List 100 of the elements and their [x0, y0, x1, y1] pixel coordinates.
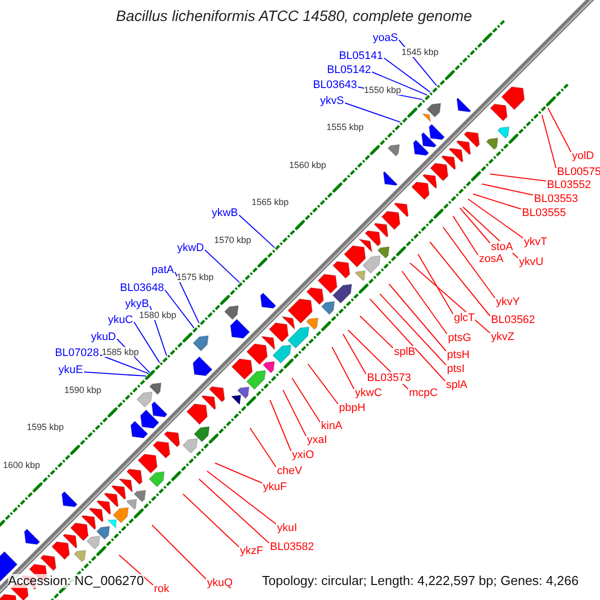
gene-label: ykvS: [320, 95, 344, 107]
scale-label: 1545 kbp: [402, 47, 439, 58]
gene-label: BL03562: [491, 314, 536, 326]
leader-line: [282, 390, 306, 436]
genome-summary: Topology: circular; Length: 4,222,597 bp; Genes: 4,266: [262, 574, 579, 588]
leader-line: [442, 226, 496, 298]
gene-label: kinA: [321, 420, 342, 432]
leader-line: [204, 250, 240, 284]
title: Bacillus licheniformis ATCC 14580, complete genome: [116, 10, 472, 24]
leader-line: [206, 470, 276, 524]
gene-label: ykvT: [524, 236, 548, 248]
scale-label: 1575 kbp: [176, 272, 214, 282]
gene-label: ptsI: [447, 363, 465, 375]
gene-label: zosA: [479, 253, 504, 265]
gene-label: ykzF: [240, 545, 264, 557]
scale-label: 1595 kbp: [26, 422, 64, 432]
gene-label: BL07028: [54, 347, 99, 359]
gene-label: ykuC: [108, 314, 133, 326]
leader-line: [460, 208, 490, 244]
scale-label: 1590 kbp: [64, 384, 102, 395]
gene-label: cheV: [277, 465, 302, 477]
gene-label: BL03573: [367, 372, 412, 384]
gene-label: stoA: [491, 241, 514, 253]
leader-line: [370, 298, 446, 382]
gene-label: rok: [154, 583, 170, 595]
leader-line: [84, 372, 147, 377]
leader-line: [164, 290, 195, 329]
gene-label: yxiO: [292, 449, 314, 461]
scale-label: 1585 kbp: [102, 347, 139, 358]
leader-line: [542, 114, 556, 168]
leader-line: [472, 194, 522, 210]
gene-label: BL03553: [534, 193, 578, 205]
leader-line: [134, 322, 160, 364]
leader-line: [418, 254, 454, 314]
gene-label: ykvU: [519, 256, 544, 268]
gene-label: yxaI: [307, 434, 328, 446]
gene-label: ptsG: [448, 332, 472, 344]
scale-label: 1550 kbp: [364, 84, 402, 95]
scale-label: 1600 kbp: [3, 460, 40, 470]
leader-line: [152, 524, 206, 580]
leader-line: [372, 72, 428, 96]
gene-label: ykwC: [355, 387, 382, 399]
gene-label: ykvY: [496, 296, 520, 308]
gene-label: BL03643: [312, 79, 357, 91]
leader-line: [250, 428, 276, 468]
leader-line: [360, 316, 394, 348]
gene-label: pbpH: [339, 402, 366, 414]
leader-line: [308, 364, 338, 404]
leader-line: [490, 174, 546, 182]
leader-line: [270, 400, 292, 452]
gene-label: mcpC: [409, 387, 438, 399]
scale-label: 1565 kbp: [252, 197, 289, 208]
leader-line: [388, 284, 446, 352]
gene-label: patA: [151, 264, 174, 276]
gene-label: BL03582: [270, 541, 314, 553]
gene-label: yolD: [572, 150, 594, 162]
leader-line: [174, 272, 200, 324]
gene-label: ykuI: [277, 522, 298, 534]
leader-line: [344, 102, 401, 123]
gene-label: glcT: [454, 312, 475, 324]
leader-line: [430, 242, 490, 316]
leader-line: [238, 214, 276, 248]
leader-line: [410, 262, 490, 334]
scale-label: 1580 kbp: [139, 310, 176, 320]
leader-line: [198, 478, 270, 544]
leader-line: [482, 184, 534, 196]
leader-line: [182, 494, 240, 548]
gene-label: ptsH: [447, 349, 470, 361]
gene-label: ykuF: [263, 481, 287, 493]
leader-line: [118, 554, 154, 586]
leader-line: [402, 270, 448, 334]
scale-label: 1555 kbp: [326, 122, 364, 132]
gene-label: BL03552: [547, 179, 592, 191]
leader-line: [384, 58, 431, 93]
leader-line: [342, 334, 366, 374]
gene-label: ykuD: [90, 331, 116, 343]
leader-line: [100, 354, 150, 374]
scale-label: 1570 kbp: [214, 234, 252, 245]
leader-line: [380, 294, 446, 366]
leader-line: [292, 378, 320, 422]
gene-label: ykwD: [177, 242, 204, 254]
gene-label: BL03648: [120, 282, 164, 294]
leader-line: [214, 462, 262, 484]
gene-label: splB: [394, 346, 416, 358]
gene-label: splA: [446, 379, 468, 391]
scale-label: 1560 kbp: [289, 160, 326, 170]
gene-label: BL05141: [338, 50, 383, 62]
leader-line: [332, 346, 354, 390]
gene-label: BL05142: [326, 64, 371, 76]
leader-line: [462, 206, 518, 258]
gene-label: ykyB: [125, 298, 149, 310]
gene-label: ykvZ: [491, 331, 514, 343]
leader-line: [548, 108, 572, 152]
gene-label: BL03555: [522, 207, 566, 219]
gene-label: ykwB: [212, 207, 238, 219]
gene-label: ykuQ: [207, 577, 233, 589]
accession-text: Accession: NC_006270: [8, 574, 144, 588]
gene-label: yoaS: [372, 32, 398, 44]
leader-line: [452, 216, 478, 256]
gene-label: ykuE: [58, 364, 83, 376]
